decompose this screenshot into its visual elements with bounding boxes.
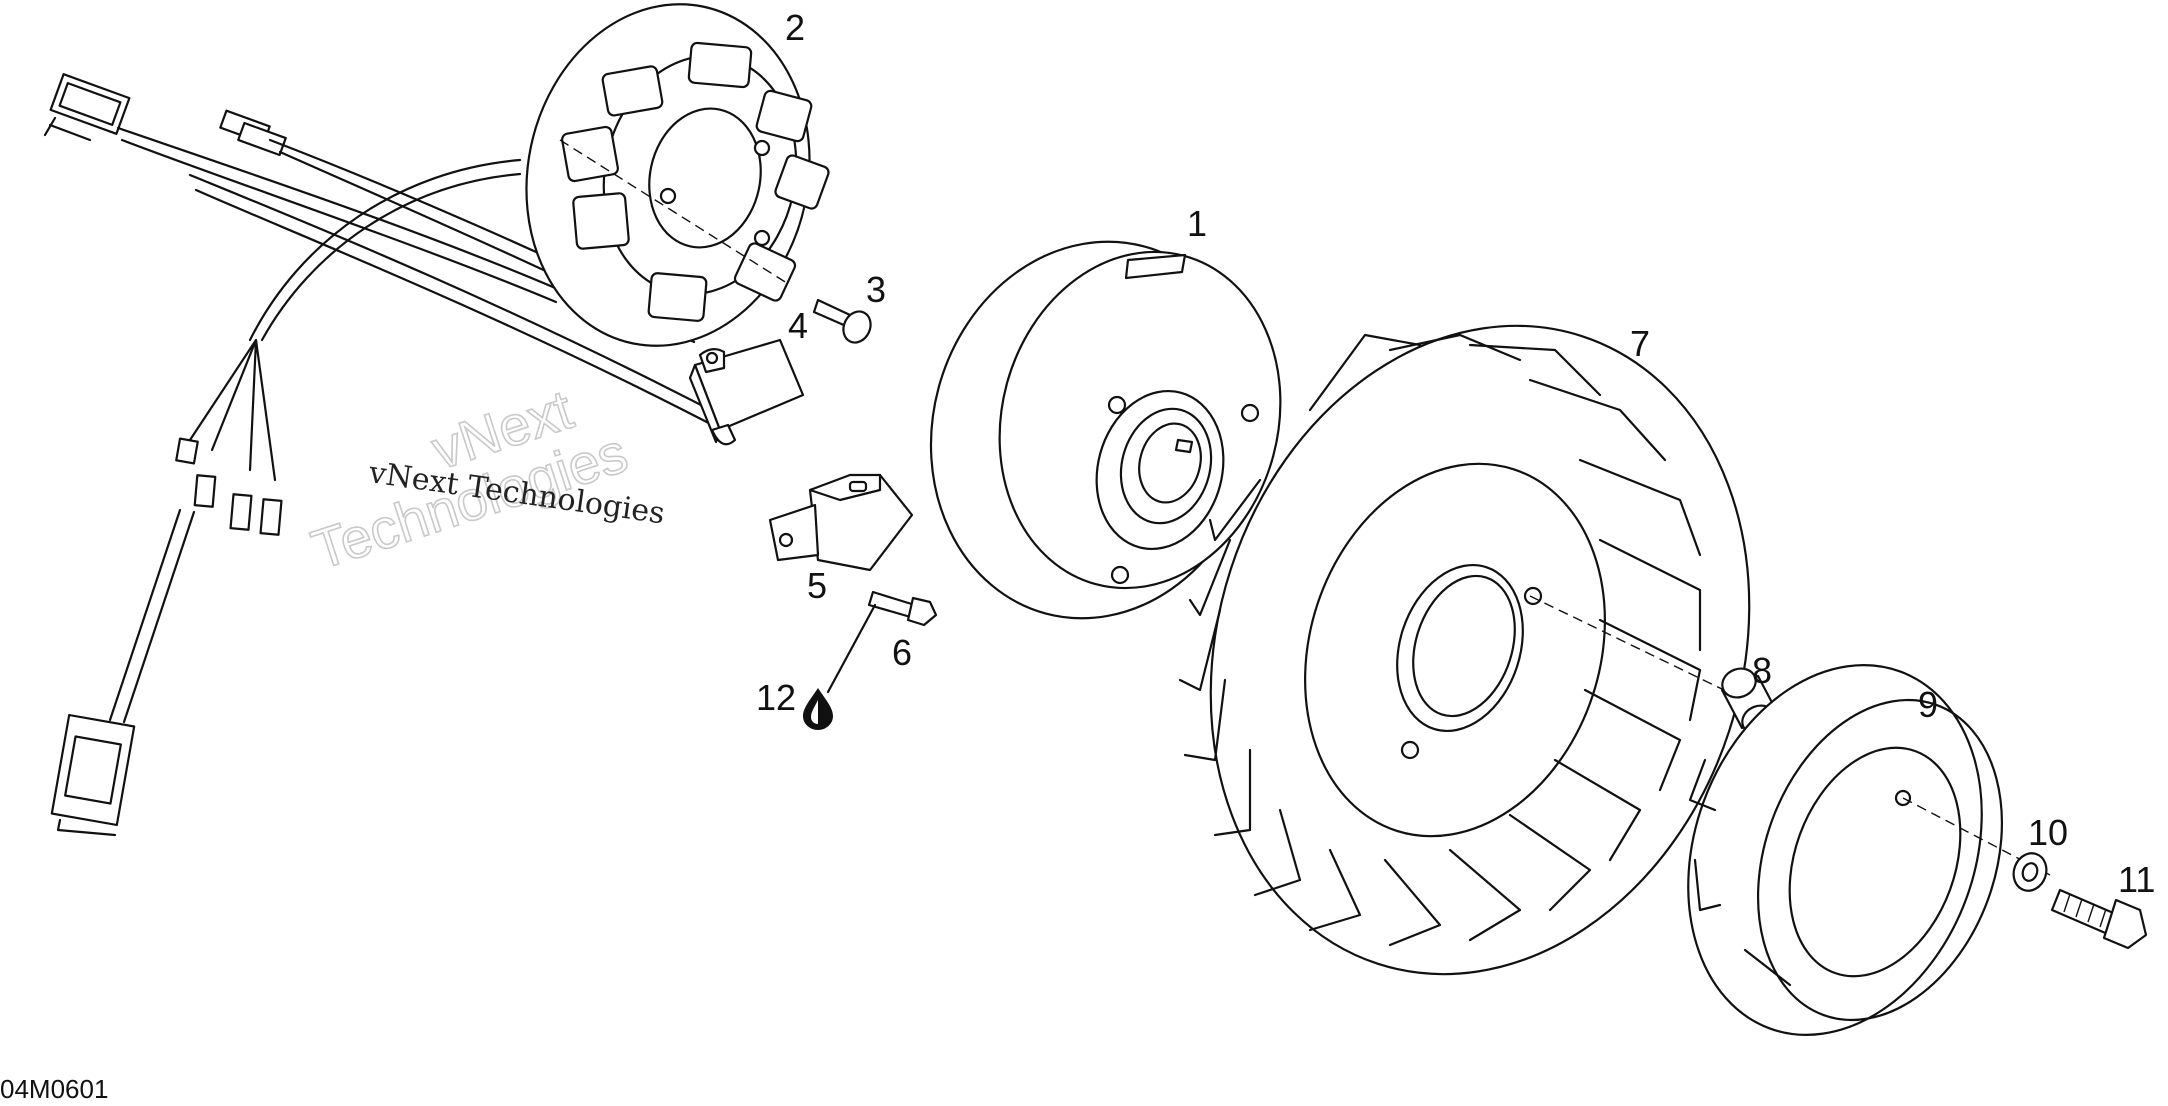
watermark-left: Technologies vNext vNext Technologies [303,376,666,582]
callout-7: 7 [1630,323,1650,364]
fan-7 [1178,324,1756,976]
drop-icon [803,688,833,730]
callout-10: 10 [2028,812,2068,853]
connector-top-mid [219,109,287,157]
stator [525,3,830,347]
callout-4: 4 [788,305,808,346]
screw-3 [812,298,872,344]
wiring-harness [43,73,732,837]
drawing-code: 04M0601 [0,1074,108,1101]
connector-top-left [43,73,131,142]
leader-12 [826,603,877,694]
starter-cup-9 [1687,664,2051,1036]
callout-6: 6 [892,632,912,673]
callout-11: 11 [2118,859,2155,900]
bolt-11 [2050,888,2148,950]
pickup-coil-5 [768,473,914,572]
spade-terminals [175,437,283,536]
trigger-coil-4 [688,338,805,446]
callout-3: 3 [866,269,886,310]
washer-10 [2012,852,2048,892]
callout-12: 12 [756,677,796,718]
bolt-6 [867,590,938,627]
callout-8: 8 [1752,650,1772,691]
callout-1: 1 [1187,203,1207,244]
flywheel-1 [929,240,1282,620]
callout-9: 9 [1918,684,1938,725]
fan-blades [1178,333,1702,947]
callout-2: 2 [785,7,805,48]
connector-bottom [50,713,136,837]
callout-5: 5 [807,565,827,606]
